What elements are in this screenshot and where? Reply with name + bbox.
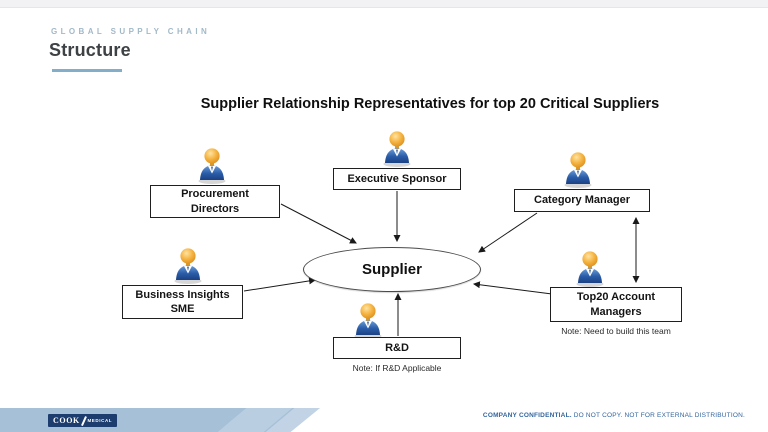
- section-eyebrow: GLOBAL SUPPLY CHAIN: [51, 27, 211, 36]
- node-label: Business Insights SME: [135, 288, 230, 315]
- note-top20-team: Note: Need to build this team: [561, 326, 671, 336]
- supplier-ellipse: Supplier: [303, 247, 481, 292]
- node-executive-sponsor: Executive Sponsor: [333, 168, 461, 190]
- node-rd: R&D: [333, 337, 461, 359]
- diagram-title: Supplier Relationship Representatives fo…: [200, 96, 660, 112]
- cook-medical-logo: COOK MEDICAL: [48, 414, 118, 427]
- arrow-procurement-to-supplier: [280, 203, 357, 244]
- person-icon: [198, 148, 226, 184]
- person-icon: [564, 152, 592, 188]
- logo-slash: [80, 415, 87, 426]
- node-label: Executive Sponsor: [347, 172, 447, 185]
- confidential-notice: COMPANY CONFIDENTIAL. DO NOT COPY. NOT F…: [483, 412, 745, 419]
- arrow-top20-to-supplier: [472, 281, 553, 295]
- node-business-insights-sme: Business Insights SME: [122, 285, 243, 319]
- node-label: Procurement Directors: [181, 188, 249, 215]
- confidential-notice-rest: DO NOT COPY. NOT FOR EXTERNAL DISTRIBUTI…: [571, 412, 745, 419]
- node-top20-account-managers: Top20 Account Managers: [550, 287, 682, 322]
- node-label: Top20 Account Managers: [576, 291, 656, 318]
- arrow-category-to-supplier: [478, 212, 538, 253]
- node-label: R&D: [385, 341, 409, 354]
- note-rd-applicable: Note: If R&D Applicable: [352, 363, 442, 373]
- person-icon: [354, 303, 382, 339]
- page-title: Structure: [49, 40, 131, 60]
- node-category-manager: Category Manager: [514, 189, 650, 212]
- logo-brand-text: COOK: [53, 416, 80, 425]
- confidential-notice-bold: COMPANY CONFIDENTIAL.: [482, 412, 572, 419]
- arrow-business-to-supplier: [243, 277, 317, 292]
- supplier-label: Supplier: [361, 261, 422, 278]
- logo-division-text: MEDICAL: [87, 418, 113, 423]
- node-procurement-directors: Procurement Directors: [150, 185, 280, 218]
- person-icon: [383, 131, 411, 167]
- title-underline: [52, 69, 122, 72]
- person-icon: [174, 248, 202, 284]
- node-label: Category Manager: [534, 194, 630, 207]
- slide-top-strip: [0, 0, 768, 8]
- person-icon: [576, 251, 604, 287]
